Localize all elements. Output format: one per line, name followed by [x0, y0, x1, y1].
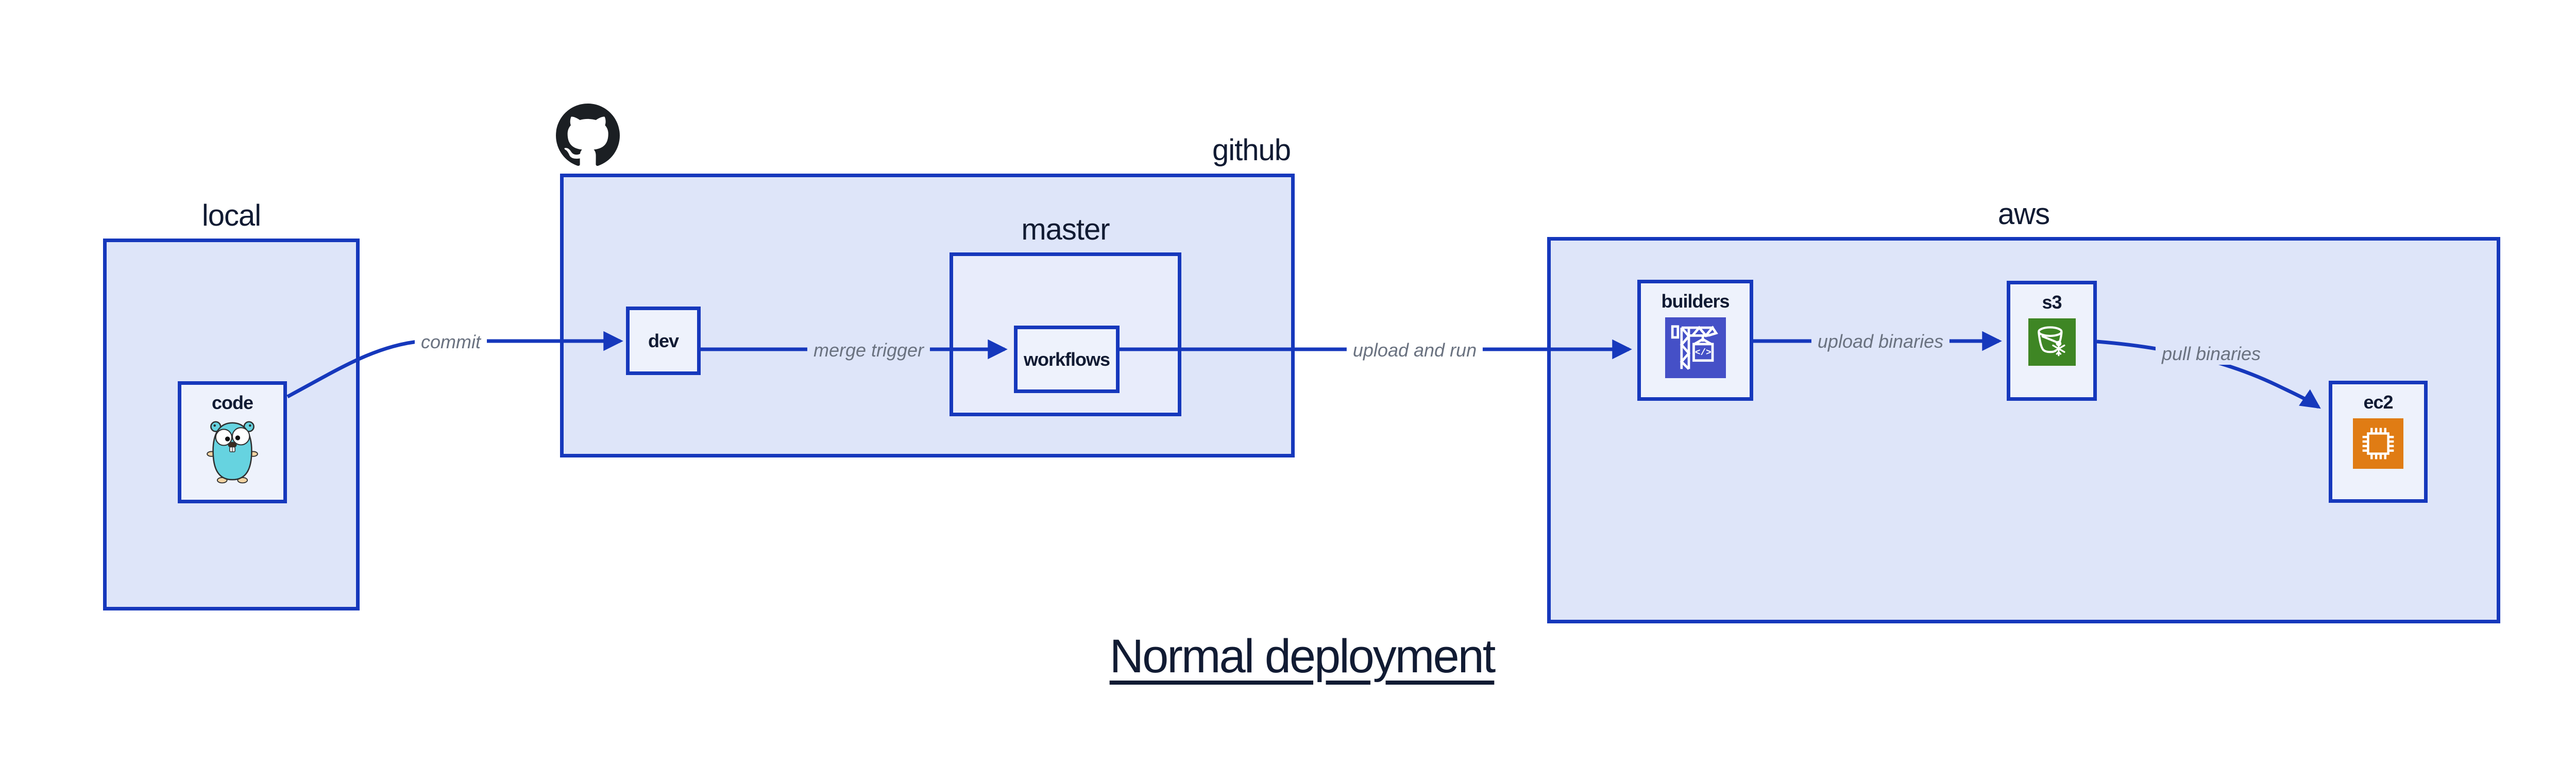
node-label-ec2: ec2 — [2363, 392, 2393, 413]
aws-codebuild-crane-icon: </> — [1665, 317, 1726, 378]
edge-label-upload-binaries: upload binaries — [1811, 331, 1950, 352]
container-label-master: master — [1021, 213, 1110, 246]
node-label-dev: dev — [648, 330, 679, 351]
diagram-title: Normal deployment — [1109, 630, 1496, 683]
container-label-aws: aws — [1997, 197, 2050, 231]
edge-label-pull-binaries: pull binaries — [2155, 343, 2267, 365]
node-label-builders: builders — [1661, 291, 1730, 312]
node-builders: builders </> — [1637, 280, 1753, 401]
node-s3: s3 — [2007, 281, 2097, 401]
node-label-s3: s3 — [2042, 292, 2062, 313]
edge-label-upload-and-run: upload and run — [1346, 339, 1483, 361]
aws-ec2-chip-icon — [2353, 418, 2403, 469]
edge-label-commit: commit — [415, 331, 487, 353]
container-label-local: local — [201, 199, 261, 232]
node-label-workflows: workflows — [1023, 348, 1110, 370]
node-code: code — [178, 381, 287, 503]
edge-label-merge-trigger: merge trigger — [807, 339, 930, 361]
container-label-github: github — [1212, 133, 1291, 167]
go-gopher-icon — [207, 421, 258, 484]
node-workflows: workflows — [1014, 326, 1120, 393]
aws-s3-glacier-bucket-icon — [2028, 318, 2076, 366]
svg-text:</>: </> — [1694, 348, 1711, 358]
node-dev: dev — [626, 307, 701, 375]
node-ec2: ec2 — [2329, 381, 2428, 503]
node-label-code: code — [211, 392, 253, 413]
github-logo-icon — [556, 104, 620, 166]
